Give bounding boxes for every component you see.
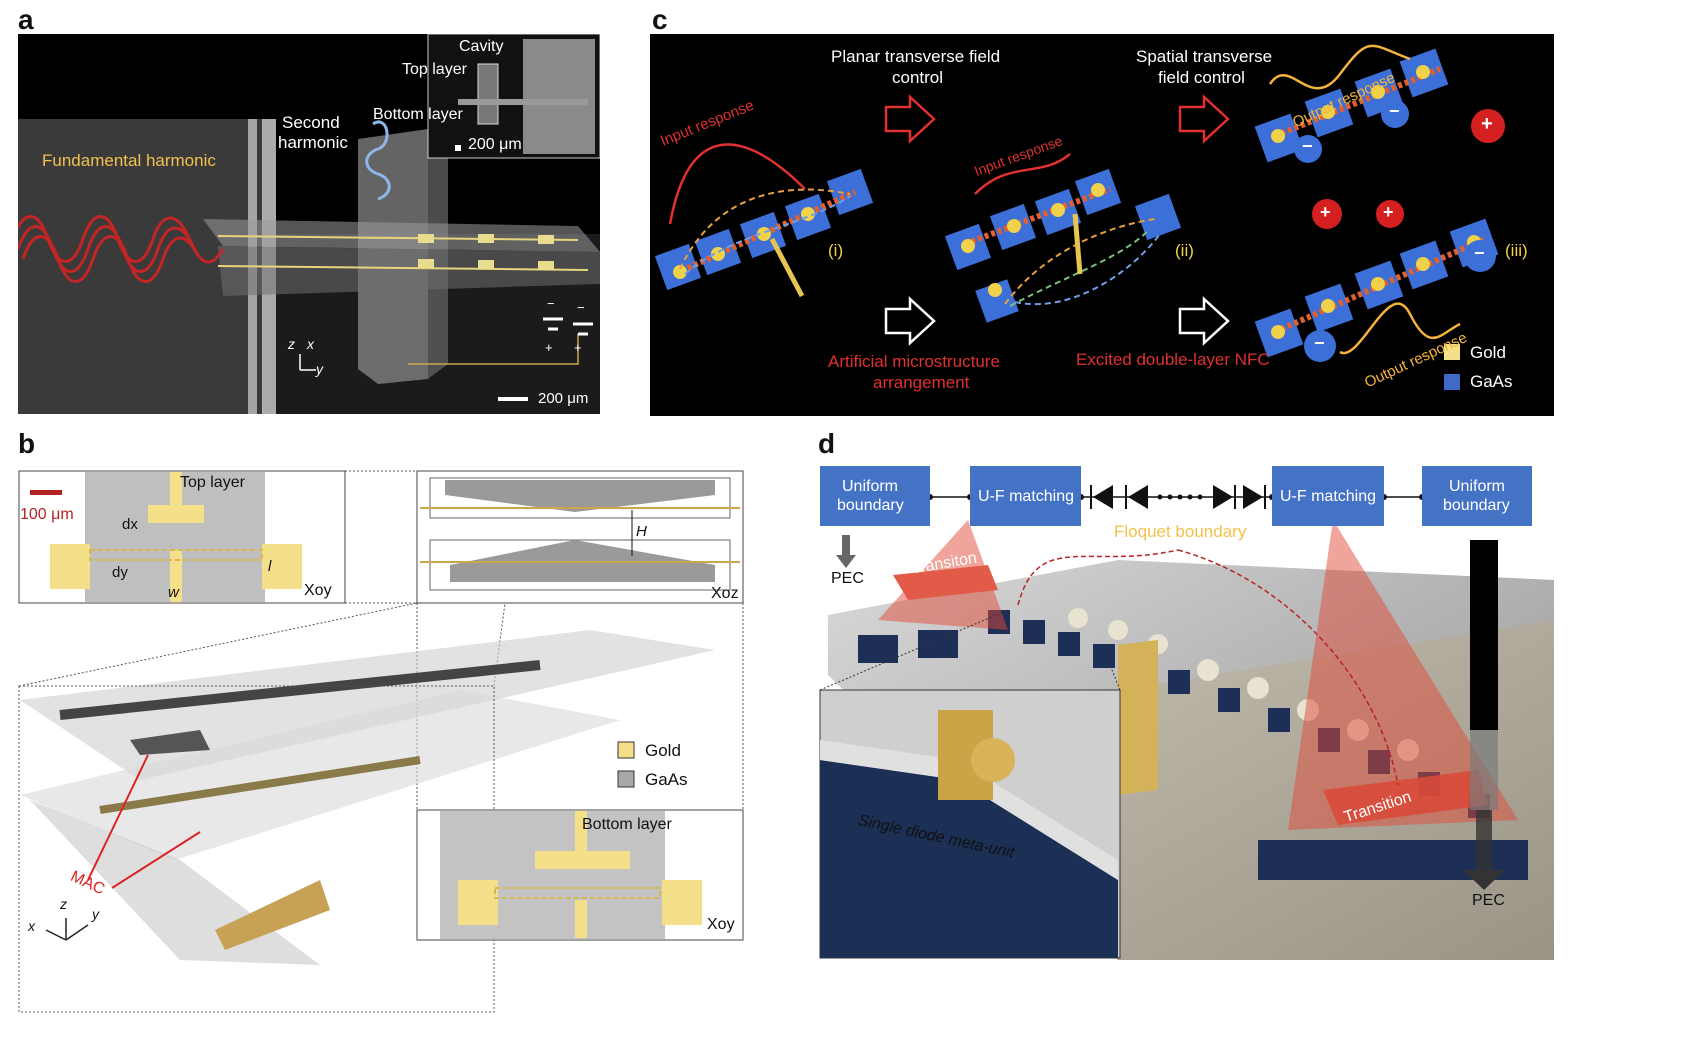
label-iii: (iii) bbox=[1505, 241, 1528, 260]
axis-x-label: x bbox=[307, 336, 314, 352]
l-label: l bbox=[268, 558, 272, 575]
label-ii: (ii) bbox=[1175, 241, 1194, 260]
dx-label: dx bbox=[122, 516, 138, 533]
charge-plus-3: + bbox=[1481, 113, 1493, 135]
legend-gold-c: Gold bbox=[1470, 343, 1506, 362]
axis-y-label-b: y bbox=[92, 906, 99, 922]
scale-100um: 100 μm bbox=[20, 506, 74, 523]
w-label: w bbox=[168, 584, 179, 601]
panel-letter-d: d bbox=[818, 428, 836, 459]
panel-d-illustration bbox=[819, 485, 1554, 960]
axis-z-label: z bbox=[288, 336, 295, 352]
panel-letter-b: b bbox=[18, 428, 36, 459]
pec-left-label: PEC bbox=[831, 570, 864, 587]
inset-scale-label: 200 μm bbox=[468, 136, 522, 153]
planar-label-1: Planar transverse field bbox=[831, 47, 1001, 66]
battery-minus-1: − bbox=[547, 296, 555, 311]
legend-gold-b: Gold bbox=[645, 741, 681, 760]
panel-c: Planar transverse field control Spatial … bbox=[650, 34, 1554, 416]
dy-label: dy bbox=[112, 564, 128, 581]
xoy-bottom-label: Xoy bbox=[707, 916, 735, 933]
charge-minus-4: − bbox=[1314, 333, 1325, 353]
axis-z-label-b: z bbox=[60, 896, 67, 912]
second-harmonic-label-1: Second bbox=[282, 113, 340, 132]
panel-b: 100 μm Top layer dx dy l w Xoy H Xoz Gol… bbox=[0, 460, 760, 1056]
charge-minus-1: − bbox=[1302, 136, 1313, 156]
charge-plus-2: + bbox=[1383, 202, 1394, 222]
top-layer-label: Top layer bbox=[402, 61, 467, 78]
cavity-label: Cavity bbox=[459, 38, 504, 55]
uf-matching-left: U-F matching bbox=[978, 488, 1075, 505]
panel-d: Uniform boundary U-F matching U-F matchi… bbox=[818, 460, 1554, 960]
bottom-layer-label-b: Bottom layer bbox=[582, 816, 672, 833]
floquet-boundary-label: Floquet boundary bbox=[1114, 522, 1247, 541]
panel-letter-a: a bbox=[18, 4, 34, 35]
panel-letter-c: c bbox=[652, 4, 668, 35]
uniform-boundary-left-box bbox=[820, 466, 930, 526]
panel-a: Fundamental harmonic Second harmonic Cav… bbox=[18, 34, 600, 414]
top-layer-label-b: Top layer bbox=[180, 474, 245, 491]
artificial-label-1: Artificial microstructure bbox=[828, 352, 1000, 371]
uniform-boundary-right-2: boundary bbox=[1443, 497, 1510, 514]
uniform-boundary-right-box bbox=[1422, 466, 1532, 526]
charge-plus-1: + bbox=[1320, 202, 1331, 222]
H-label: H bbox=[636, 523, 647, 540]
second-harmonic-label-2: harmonic bbox=[278, 133, 348, 152]
axis-x-label-b: x bbox=[28, 918, 35, 934]
xoy-top-label: Xoy bbox=[304, 582, 332, 599]
battery-minus-2: − bbox=[577, 300, 585, 315]
axis-y-label: y bbox=[316, 361, 323, 377]
battery-plus-1: + bbox=[545, 340, 553, 355]
spatial-label-1: Spatial transverse bbox=[1136, 47, 1273, 66]
excited-label: Excited double-layer NFC bbox=[1076, 350, 1270, 369]
scale-bar-label: 200 μm bbox=[538, 390, 589, 407]
charge-minus-3: − bbox=[1474, 243, 1485, 263]
uniform-boundary-left-1: Uniform bbox=[842, 478, 899, 495]
panel-b-illustration bbox=[18, 470, 744, 1013]
uf-matching-right: U-F matching bbox=[1280, 488, 1377, 505]
xoz-label: Xoz bbox=[711, 585, 739, 602]
battery-plus-2: + bbox=[574, 340, 582, 355]
planar-label-2: control bbox=[892, 68, 944, 87]
fundamental-harmonic-label: Fundamental harmonic bbox=[42, 151, 216, 170]
charge-minus-2: − bbox=[1389, 101, 1400, 121]
legend-gaas-b: GaAs bbox=[645, 770, 688, 789]
panel-a-illustration bbox=[18, 34, 600, 414]
panel-c-illustration bbox=[654, 44, 1505, 390]
artificial-label-2: arrangement bbox=[873, 373, 970, 392]
uf-matching-left-box bbox=[970, 466, 1081, 526]
uniform-boundary-left-2: boundary bbox=[837, 497, 904, 514]
uniform-boundary-right-1: Uniform bbox=[1449, 478, 1506, 495]
pec-right-label: PEC bbox=[1472, 892, 1505, 909]
uf-matching-right-box bbox=[1272, 466, 1384, 526]
bottom-layer-label: Bottom layer bbox=[373, 106, 463, 123]
legend-gaas-c: GaAs bbox=[1470, 372, 1513, 391]
spatial-label-2: field control bbox=[1158, 68, 1245, 87]
label-i: (i) bbox=[828, 241, 844, 260]
